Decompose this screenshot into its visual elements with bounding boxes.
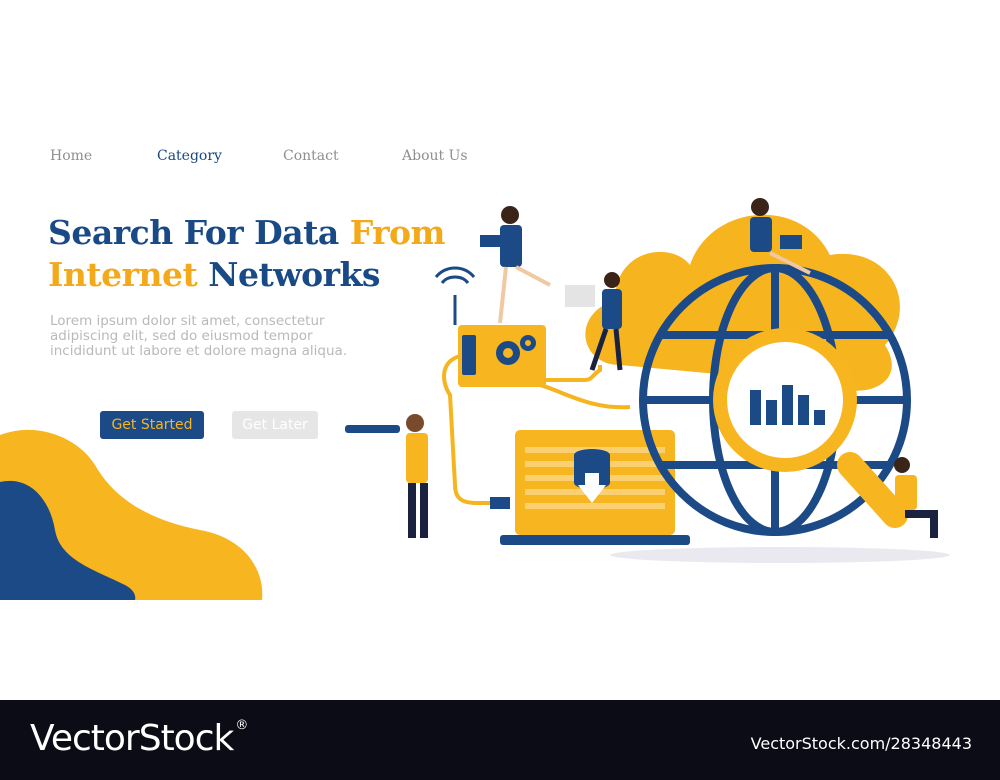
nav-contact[interactable]: Contact bbox=[283, 148, 339, 164]
nav-about-us[interactable]: About Us bbox=[402, 148, 468, 164]
magnifier-icon bbox=[713, 328, 908, 528]
database-icon bbox=[574, 449, 610, 489]
person-on-router bbox=[480, 206, 551, 324]
person-with-telescope bbox=[345, 414, 428, 538]
person-carrying-box bbox=[565, 272, 623, 371]
bar-chart-icon bbox=[750, 385, 825, 425]
usb-plug-icon bbox=[490, 497, 510, 509]
title-line2-highlight: Internet bbox=[48, 255, 198, 294]
title-line1-highlight: From bbox=[349, 213, 446, 252]
title-line2-plain: Networks bbox=[197, 255, 380, 294]
title-line1-plain: Search For Data bbox=[48, 213, 350, 252]
image-credit: VectorStock.com/28348443 bbox=[750, 734, 972, 753]
person-on-cloud bbox=[750, 198, 811, 275]
vectorstock-footer: VectorStock® VectorStock.com/28348443 bbox=[0, 700, 1000, 780]
hero-description: Lorem ipsum dolor sit amet, consectetur … bbox=[50, 313, 348, 359]
vectorstock-logo: VectorStock® bbox=[30, 718, 248, 759]
nav-category[interactable]: Category bbox=[157, 148, 222, 164]
get-started-button[interactable]: Get Started bbox=[100, 411, 204, 439]
router-with-gears bbox=[434, 266, 546, 387]
get-later-button[interactable]: Get Later bbox=[232, 411, 318, 439]
data-search-illustration bbox=[345, 198, 950, 563]
decorative-blob bbox=[0, 429, 263, 600]
download-arrow-icon bbox=[578, 485, 606, 503]
hero-title: Search For Data From Internet Networks bbox=[48, 212, 445, 296]
wifi-icon bbox=[434, 266, 476, 285]
person-holding-magnifier bbox=[894, 457, 938, 538]
cables bbox=[442, 353, 631, 506]
laptop bbox=[490, 430, 690, 545]
nav-home[interactable]: Home bbox=[50, 148, 93, 164]
